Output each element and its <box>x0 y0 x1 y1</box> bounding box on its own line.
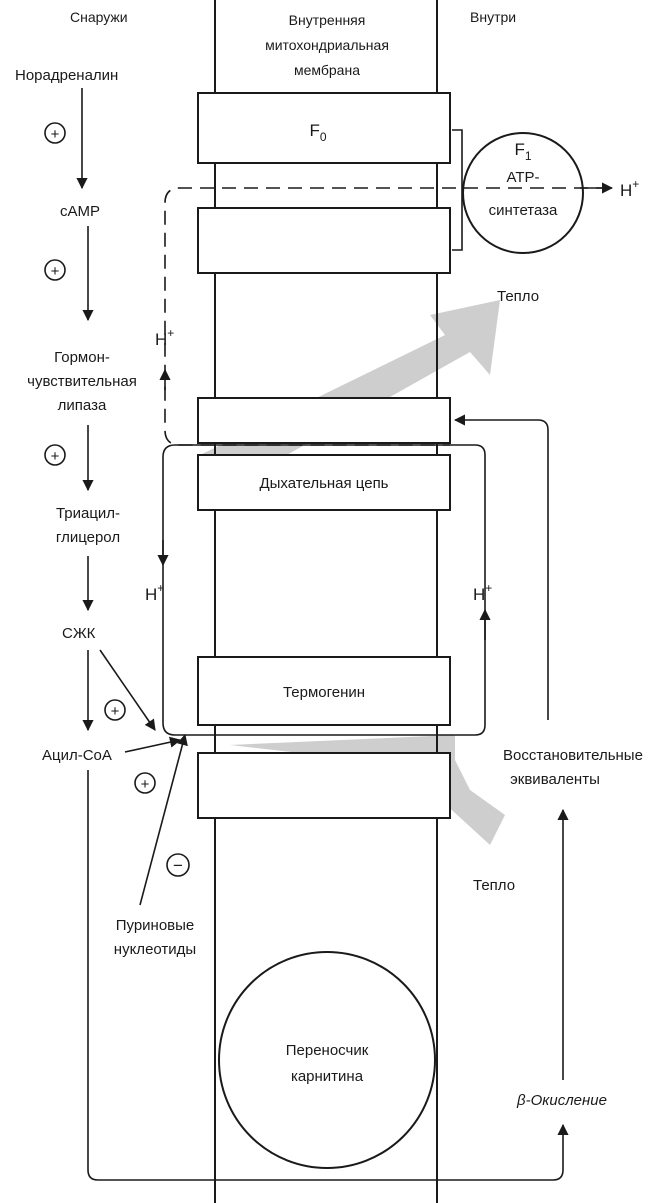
triacyl-label-line1: Триацил- <box>56 505 120 522</box>
heat-top-label: Тепло <box>497 288 539 305</box>
h-plus-down: H+ <box>145 581 164 604</box>
lipase-label-line3: липаза <box>58 397 107 414</box>
svg-text:−: − <box>173 856 183 875</box>
atp-label-line1: ATP- <box>506 169 539 186</box>
f0-f1-bracket <box>452 129 463 251</box>
activate-sign-2: + <box>44 259 66 281</box>
f0-box-upper <box>197 92 451 164</box>
proton-circuit-loop <box>162 444 486 736</box>
svg-text:+: + <box>51 126 60 143</box>
triacyl-label-line2: глицерол <box>56 529 120 546</box>
lipase-label-line2: чувствительная <box>27 373 137 390</box>
inside-label: Внутри <box>470 9 516 25</box>
atp-label-line2: синтетаза <box>489 202 558 219</box>
reducing-label-line1: Восстановительные <box>503 747 643 764</box>
respiratory-chain-box <box>197 454 451 511</box>
carrier-entry-box <box>197 752 451 819</box>
arrow-ffa-carrier <box>99 649 156 731</box>
heat-bottom-label: Тепло <box>473 877 515 894</box>
f0-label: F0 <box>309 121 326 144</box>
camp-label: cAMP <box>60 203 100 220</box>
activate-sign-4: + <box>104 699 126 721</box>
lipase-label-line1: Гормон- <box>54 349 110 366</box>
membrane-label-line3: мембрана <box>294 62 360 78</box>
f1-label: F1 <box>514 140 531 163</box>
acylcoa-to-beta-path <box>87 770 569 1181</box>
inhibit-sign-1: − <box>166 853 190 877</box>
ffa-label: СЖК <box>62 625 96 642</box>
thermogenin-label: Термогенин <box>283 684 365 701</box>
purine-label-line2: нуклеотиды <box>114 941 196 958</box>
activate-sign-3: + <box>44 444 66 466</box>
h-plus-up: H+ <box>155 326 174 349</box>
reducing-label-line2: эквиваленты <box>510 771 600 788</box>
respiratory-box-upper <box>197 397 451 444</box>
membrane-label-line2: митохондриальная <box>265 37 389 53</box>
noradrenaline-label: Норадреналин <box>15 67 118 84</box>
h-plus-inner: H+ <box>473 581 492 604</box>
purine-label-line1: Пуриновые <box>116 917 195 934</box>
svg-text:+: + <box>111 703 120 720</box>
f0-box-lower <box>197 207 451 274</box>
svg-text:+: + <box>141 776 150 793</box>
svg-text:+: + <box>51 263 60 280</box>
membrane-label-line1: Внутренняя <box>289 12 366 28</box>
carnitine-carrier-circle <box>218 951 436 1169</box>
carnitine-label-line2: карнитина <box>291 1068 364 1085</box>
thermogenin-box <box>197 656 451 726</box>
activate-sign-5: + <box>134 772 156 794</box>
arrow-purine-inhibit <box>139 733 188 906</box>
atp-synthase-circle <box>462 132 584 254</box>
respiratory-chain-label: Дыхательная цепь <box>259 475 388 492</box>
activate-sign-1: + <box>44 122 66 144</box>
carnitine-label-line1: Переносчик <box>286 1042 369 1059</box>
svg-text:+: + <box>51 448 60 465</box>
acylcoa-label: Ацил-CoA <box>42 747 112 764</box>
outside-label: Снаружи <box>70 9 128 25</box>
beta-oxidation-label: β-Окисление <box>516 1092 607 1109</box>
arrow-acylcoa-carrier <box>124 736 182 753</box>
reducing-to-respiratory-path <box>453 414 549 720</box>
h-plus-right: H+ <box>620 177 639 200</box>
